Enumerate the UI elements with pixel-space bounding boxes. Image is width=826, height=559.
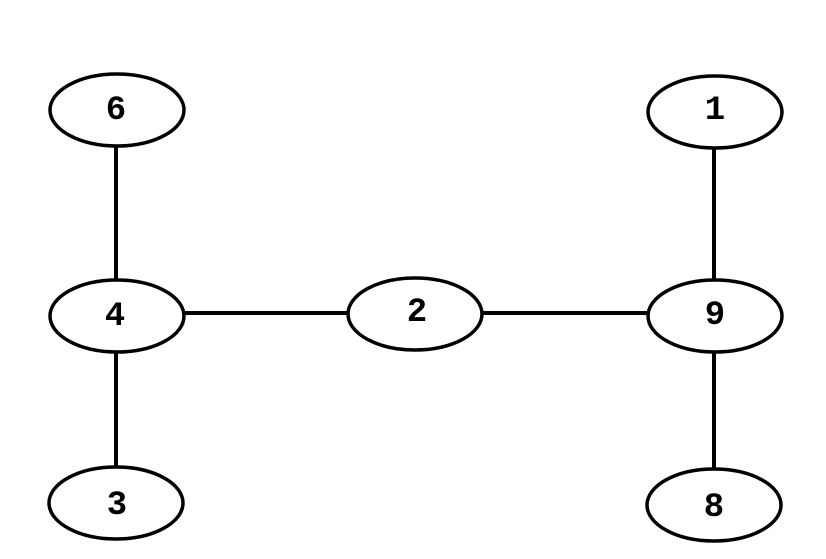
node-8: 8: [645, 467, 783, 543]
node-9: 9: [646, 278, 784, 354]
node-8-ellipse: [645, 467, 783, 543]
node-3-label: 3: [107, 487, 127, 525]
node-9-label: 9: [705, 297, 725, 335]
node-2-label: 2: [407, 294, 427, 332]
node-4-ellipse: [48, 278, 186, 354]
node-1-label: 1: [705, 92, 725, 130]
node-8-label: 8: [704, 489, 724, 527]
node-2-ellipse: [346, 276, 484, 352]
node-9-ellipse: [646, 278, 784, 354]
node-6-ellipse: [48, 72, 186, 148]
node-6: 6: [48, 72, 186, 148]
node-2: 2: [346, 276, 484, 352]
nodes: 6 4 3 2 1 9 8: [47, 72, 784, 543]
edges: [114, 145, 716, 470]
node-3: 3: [47, 465, 185, 541]
node-4: 4: [48, 278, 186, 354]
node-4-label: 4: [105, 298, 125, 336]
node-1: 1: [646, 74, 784, 150]
node-6-label: 6: [106, 92, 126, 130]
node-3-ellipse: [47, 465, 185, 541]
node-1-ellipse: [646, 74, 784, 150]
